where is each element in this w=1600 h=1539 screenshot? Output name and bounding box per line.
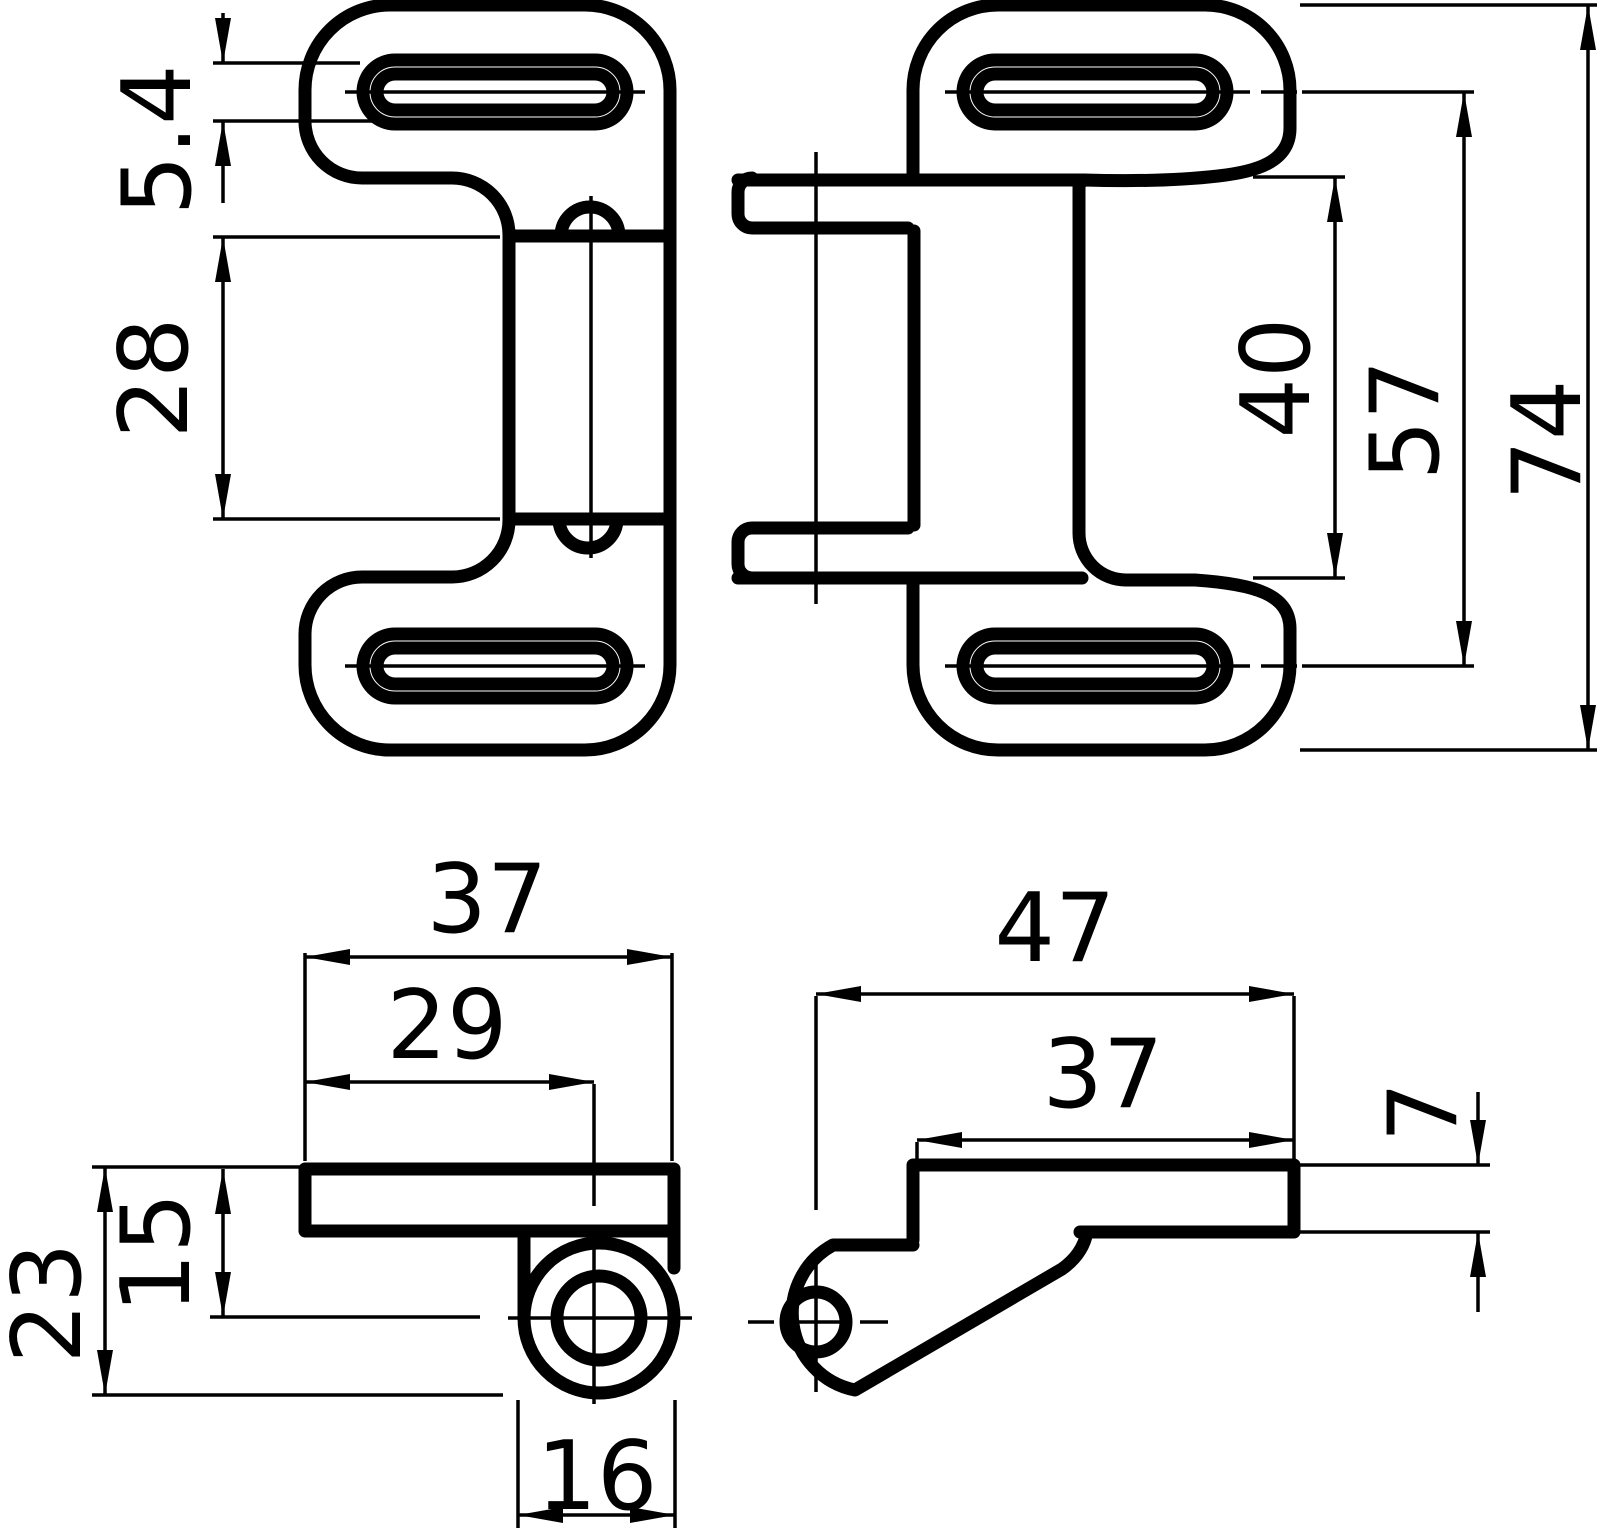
arrowhead xyxy=(97,1350,113,1395)
arrowhead xyxy=(215,121,231,166)
lug-hole-circle xyxy=(779,1285,853,1359)
side-left-view: 37 29 15 23 16 xyxy=(0,845,692,1532)
arrowhead xyxy=(627,949,672,965)
top-slot-outer xyxy=(956,53,1234,131)
pin-hole-circle xyxy=(550,1269,648,1367)
prong-bottom xyxy=(731,521,915,585)
dim-label-5-4: 5.4 xyxy=(103,64,213,215)
dim-label-47: 47 xyxy=(995,874,1116,984)
arrowhead xyxy=(215,1169,231,1214)
leaf-outline xyxy=(298,0,677,757)
dim-label-37: 37 xyxy=(427,845,548,955)
arrowhead xyxy=(1580,705,1596,750)
knuckle-fold-lines xyxy=(502,229,677,526)
ext-lines-54-28 xyxy=(213,61,505,521)
knuckle-outer-circle xyxy=(517,1236,681,1400)
dim-label-40: 40 xyxy=(1222,318,1332,439)
leaf-lower-lobe xyxy=(906,571,1297,757)
side-right-view: 47 37 7 xyxy=(748,874,1490,1397)
dim-label-28: 28 xyxy=(100,318,210,439)
arrowhead xyxy=(305,1074,350,1090)
arrowhead xyxy=(1470,1232,1486,1277)
arrowhead xyxy=(1249,1132,1294,1148)
front-left-view: 5.4 28 xyxy=(100,0,677,757)
dim-label-37: 37 xyxy=(1043,1020,1164,1130)
arrowhead xyxy=(1456,92,1472,137)
knuckle-curl-top xyxy=(554,200,626,243)
arrowhead xyxy=(917,1132,962,1148)
dim-label-74: 74 xyxy=(1493,380,1600,501)
bottom-slot-outer xyxy=(356,627,634,705)
arrowhead xyxy=(215,474,231,519)
ext-lines-side-right xyxy=(814,996,1490,1234)
arrowhead xyxy=(97,1167,113,1212)
dim-label-57: 57 xyxy=(1351,360,1461,481)
arrowhead xyxy=(215,18,231,63)
arrowhead xyxy=(1327,533,1343,578)
dim-label-15: 15 xyxy=(102,1193,212,1314)
bottom-slot-inner xyxy=(370,641,620,691)
dim-label-7: 7 xyxy=(1369,1082,1479,1142)
plate-outline xyxy=(906,1158,1301,1247)
prong-top xyxy=(731,171,915,235)
arrowhead xyxy=(1580,5,1596,50)
arrowhead xyxy=(518,1507,563,1523)
arrowhead xyxy=(1249,986,1294,1002)
top-slot-inner xyxy=(370,67,620,117)
ext-lines-40-57-74 xyxy=(1253,3,1597,752)
bottom-slot-inner xyxy=(970,641,1220,691)
arrowhead xyxy=(305,949,350,965)
arrowhead xyxy=(1470,1120,1486,1165)
lug-outline xyxy=(785,1225,1094,1397)
ext-lines-side-left xyxy=(92,953,677,1528)
front-right-view: 40 57 74 xyxy=(731,0,1600,757)
arrowhead xyxy=(630,1507,675,1523)
plate-outline xyxy=(298,1162,681,1325)
arrowhead xyxy=(816,986,861,1002)
arrowhead xyxy=(549,1074,594,1090)
bottom-slot-outer xyxy=(956,627,1234,705)
arrowhead xyxy=(215,237,231,282)
arrowhead xyxy=(1327,177,1343,222)
arrowhead xyxy=(1456,621,1472,666)
arrowhead xyxy=(215,1272,231,1317)
leaf-center-column xyxy=(1072,173,1133,587)
dim-label-29: 29 xyxy=(387,971,508,1081)
leaf-upper-lobe xyxy=(906,0,1297,188)
top-slot-inner xyxy=(970,67,1220,117)
dim-label-23: 23 xyxy=(0,1243,103,1364)
knuckle-curl-bottom xyxy=(552,512,624,555)
shoulder-lines xyxy=(731,173,1089,585)
dim-label-16: 16 xyxy=(537,1422,658,1532)
top-slot-outer xyxy=(356,53,634,131)
